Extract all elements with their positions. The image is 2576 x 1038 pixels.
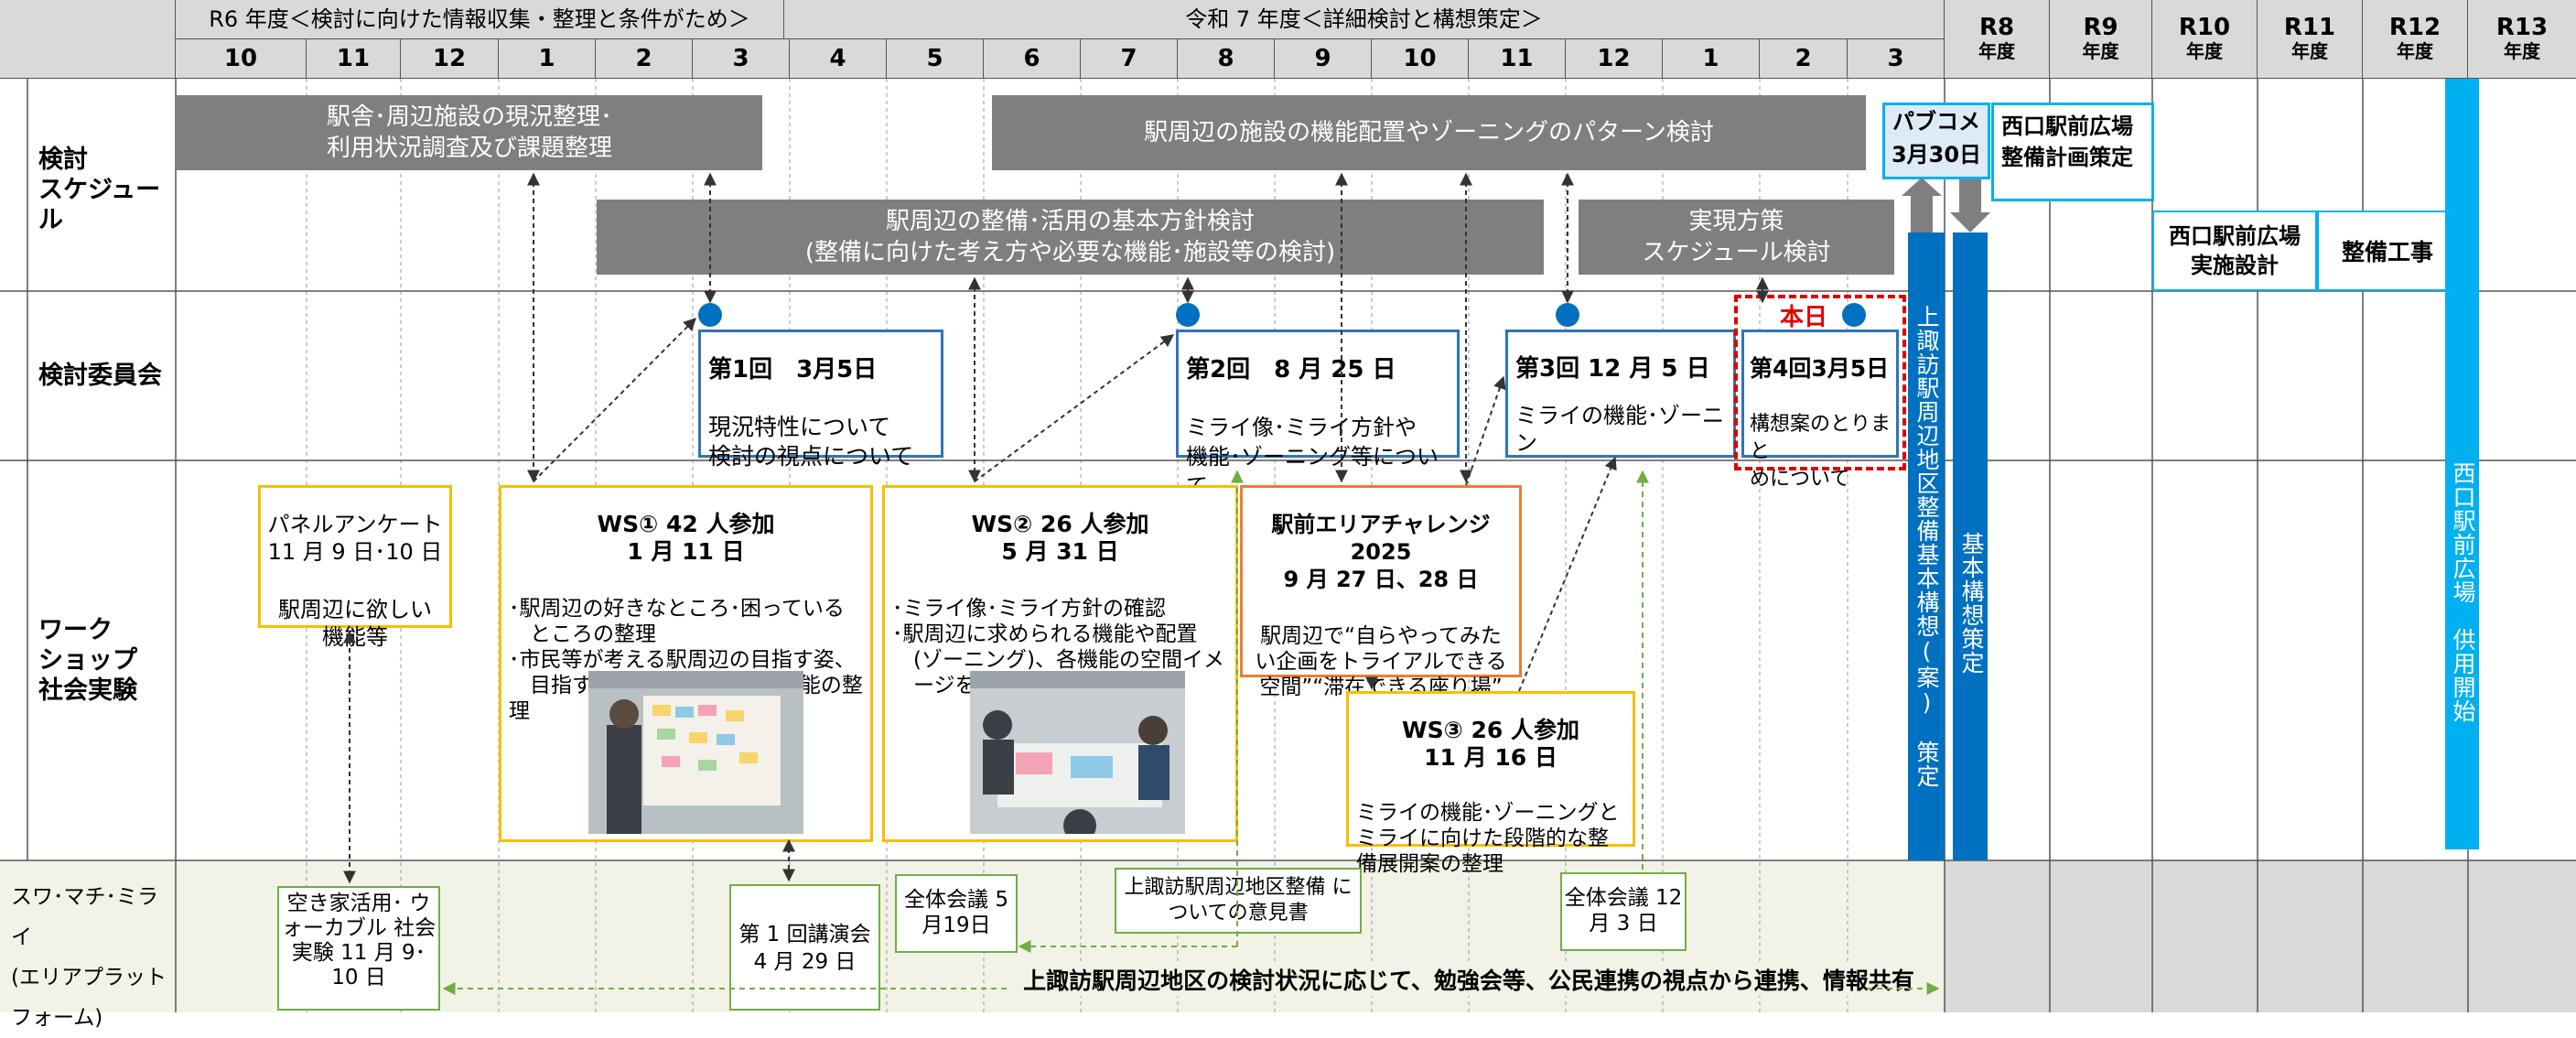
today-label: 本日 [1780, 304, 1828, 331]
header-corner [0, 0, 176, 79]
challenge-title: 駅前エリアチャレンジ 2025 9 月 27 日、28 日 [1271, 512, 1491, 592]
month-cell: 1 [499, 39, 596, 79]
ws1-box: WS① 42 人参加 1 月 11 日 ･駅周辺の好きなところ･困っている とこ… [499, 485, 873, 842]
year-cell-r9: R9 年度 [2050, 0, 2152, 79]
year-name: R10 [2178, 13, 2231, 41]
construction-box: 整備工事 [2317, 211, 2458, 291]
ws1-title: WS① 42 人参加 1 月 11 日 [597, 511, 775, 565]
year-name: R8 [1978, 13, 2015, 41]
year-cell-r8: R8 年度 [1945, 0, 2050, 79]
area-challenge-box: 駅前エリアチャレンジ 2025 9 月 27 日、28 日 駅周辺で“自らやって… [1240, 485, 1522, 725]
year-unit: 年度 [2186, 39, 2223, 62]
year-name: R13 [2495, 13, 2549, 41]
month-cell: 11 [1469, 39, 1566, 79]
ws2-body: ･ミライ像･ミライ方針の確認 ･駅周辺に求められる機能や配置 (ゾーニング)、各… [892, 597, 1224, 697]
header-group-r7: 令和 7 年度＜詳細検討と構想策定＞ [784, 0, 1945, 39]
month-cell: 8 [1178, 39, 1275, 79]
ws2-photo [970, 671, 1185, 834]
west-design-box: 西口駅前広場 実施設計 [2152, 211, 2317, 291]
west-plan-box: 西口駅前広場 整備計画策定 [1991, 103, 2154, 201]
year-cell-r10: R10 年度 [2152, 0, 2258, 79]
milestone-dot [1842, 303, 1866, 327]
schedule-bar-basic-policy: 駅周辺の整備･活用の基本方針検討 (整備に向けた考え方や必要な機能･施設等の検討… [597, 200, 1544, 275]
month-cell: 4 [790, 39, 887, 79]
year-unit: 年度 [2397, 39, 2433, 62]
month-cell: 2 [596, 39, 693, 79]
header-group-r6: R6 年度＜検討に向けた情報収集・整理と条件がため＞ [176, 0, 784, 39]
year-unit: 年度 [2504, 39, 2540, 62]
month-cell: 11 [307, 39, 401, 79]
platform-label-line1: スワ･マチ･ミライ [11, 885, 158, 949]
schedule-bar-implementation: 実現方策 スケジュール検討 [1579, 200, 1894, 275]
meeting-title: 第3回 12 月 5 日 [1515, 355, 1710, 383]
ws1-photo [588, 671, 803, 834]
month-cell: 10 [176, 39, 307, 79]
meeting-body: 構想案のとりまと めについて [1750, 413, 1892, 491]
ws2-title: WS② 26 人参加 5 月 31 日 [971, 511, 1149, 565]
month-cell: 9 [1275, 39, 1372, 79]
ws3-body: ミライの機能･ゾーニングと ミライに向けた段階的な整 備展開案の整理 [1356, 801, 1620, 876]
month-cell: 12 [1566, 39, 1663, 79]
opinion-box: 上諏訪駅周辺地区整備 についての意見書 [1115, 868, 1362, 934]
year-name: R11 [2283, 13, 2336, 41]
milestone-dot [1176, 303, 1200, 327]
month-cell: 10 [1372, 39, 1469, 79]
platform-banner: 上諏訪駅周辺地区の検討状況に応じて、勉強会等、公民連携の視点から連携、情報共有 [1007, 963, 1931, 996]
month-cell: 7 [1081, 39, 1178, 79]
challenge-body: 駅周辺で“自らやってみた い企画をトライアルできる 空間”“滞在できる座り場” … [1255, 624, 1507, 725]
year-cell-r11: R11 年度 [2258, 0, 2363, 79]
ws3-box: WS③ 26 人参加 11 月 16 日 ミライの機能･ゾーニングと ミライに向… [1346, 691, 1635, 876]
meeting-body: ミライの機能･ゾーニン グや段階的な整備展開 について [1515, 403, 1724, 456]
vertical-bar-west-plaza-open: 西口駅前広場 供用開始 [2445, 79, 2479, 849]
month-cell: 3 [1848, 39, 1945, 79]
year-cell-r13: R13 年度 [2468, 0, 2576, 79]
row-label-committee: 検討委員会 [38, 362, 162, 390]
year-unit: 年度 [1978, 39, 2015, 62]
year-unit: 年度 [2082, 39, 2119, 62]
ws2-box: WS② 26 人参加 5 月 31 日 ･ミライ像･ミライ方針の確認 ･駅周辺に… [882, 485, 1238, 842]
today-highlight [1734, 295, 1906, 470]
month-cell: 1 [1663, 39, 1760, 79]
committee-meeting-3: 第3回 12 月 5 日 ミライの機能･ゾーニン グや段階的な整備展開 について [1505, 330, 1736, 458]
month-cell: 2 [1760, 39, 1848, 79]
row-label-schedule: 検討 スケジュー ル [38, 146, 161, 234]
meeting-title: 第4回3月5日 [1750, 355, 1890, 382]
vertical-bar-draft-plan: 上諏訪駅周辺地区整備基本構想(案) 策定 [1908, 232, 1945, 860]
year-unit: 年度 [2291, 39, 2328, 62]
year-name: R9 [2083, 13, 2118, 41]
month-cell: 3 [693, 39, 790, 79]
panel-title: パネルアンケート 11 月 9 日･10 日 [267, 512, 443, 565]
meeting-title: 第1回 3月5日 [708, 356, 878, 384]
month-cell: 5 [887, 39, 984, 79]
connector-arrows [343, 172, 1990, 995]
meeting-1-box: 全体会議 5月19日 [895, 874, 1018, 953]
milestone-dot [698, 303, 722, 327]
month-cell: 12 [401, 39, 499, 79]
platform-label-line2: (エリアプラット [11, 966, 167, 989]
vertical-bar-plan-formulation: 基本構想策定 [1953, 232, 1988, 860]
month-cell: 6 [984, 39, 1081, 79]
schedule-bar-current-status: 駅舎･周辺施設の現況整理･ 利用状況調査及び課題整理 [177, 95, 762, 170]
committee-meeting-4: 第4回3月5日 構想案のとりまと めについて [1741, 330, 1899, 491]
year-cell-r12: R12 年度 [2363, 0, 2468, 79]
meeting-body: 現況特性について 検討の視点について [708, 414, 914, 470]
year-name: R12 [2388, 13, 2441, 41]
milestone-dot [1556, 303, 1579, 327]
schedule-bar-zoning-pattern: 駅周辺の施設の機能配置やゾーニングのパターン検討 [992, 95, 1866, 170]
ws3-title: WS③ 26 人参加 11 月 16 日 [1402, 717, 1579, 771]
akiya-experiment-box: 空き家活用･ ウォーカブル 社会実験 11 月 9･10 日 [277, 886, 440, 1011]
meeting-2-box: 全体会議 12 月 3 日 [1560, 872, 1687, 951]
committee-meeting-1: 第1回 3月5日 現況特性について 検討の視点について [698, 330, 943, 470]
pubcom-box: パブコメ 3月30日 [1882, 103, 1990, 179]
row-label-workshop: ワーク ショップ 社会実験 [38, 616, 137, 705]
